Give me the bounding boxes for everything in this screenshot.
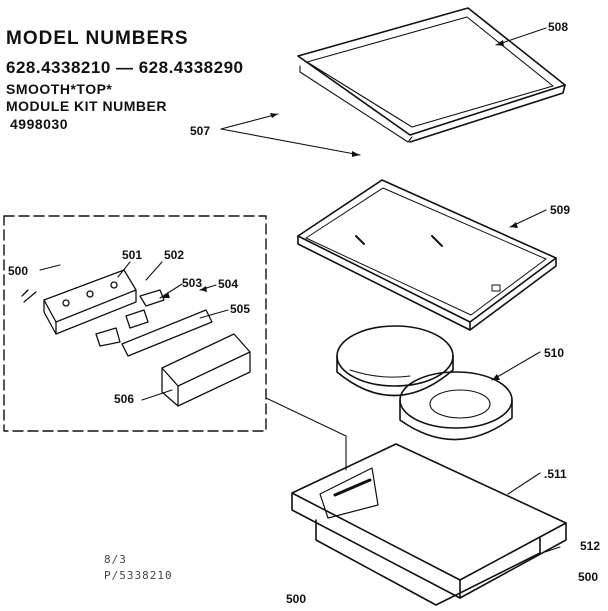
part-label-508: 508 bbox=[548, 20, 569, 34]
part-label-503: 503 bbox=[182, 276, 203, 290]
part-label-500-right: 500 bbox=[578, 570, 599, 584]
part-label-502: 502 bbox=[164, 248, 185, 262]
part-label-505: 505 bbox=[230, 302, 251, 316]
footer-code-line1: 8/3 bbox=[104, 553, 127, 566]
part-511-box bbox=[291, 443, 567, 606]
part-label-507: 507 bbox=[190, 124, 211, 138]
part-label-500: 500 bbox=[8, 264, 29, 278]
smooth-top-label: SMOOTH*TOP* bbox=[6, 81, 113, 97]
model-numbers-heading: MODEL NUMBERS bbox=[6, 28, 189, 49]
part-label-500-bottom: 500 bbox=[286, 592, 307, 606]
module-kit-inset bbox=[3, 215, 267, 432]
part-label-504: 504 bbox=[218, 277, 239, 291]
model-numbers-range: 628.4338210 — 628.4338290 bbox=[6, 58, 244, 77]
part-label-509: 509 bbox=[550, 203, 571, 217]
part-label-510: 510 bbox=[544, 346, 565, 360]
part-509-panel bbox=[297, 179, 557, 331]
part-508-frame bbox=[297, 7, 566, 143]
part-label-506: 506 bbox=[114, 392, 135, 406]
module-kit-number: 4998030 bbox=[10, 116, 69, 132]
part-510-insulation bbox=[336, 325, 513, 441]
part-label-511: .511 bbox=[544, 467, 567, 481]
footer-code-line2: P/5338210 bbox=[104, 569, 173, 582]
module-kit-label: MODULE KIT NUMBER bbox=[6, 98, 167, 114]
part-label-501: 501 bbox=[122, 248, 143, 262]
part-label-512: 512 bbox=[580, 539, 601, 553]
